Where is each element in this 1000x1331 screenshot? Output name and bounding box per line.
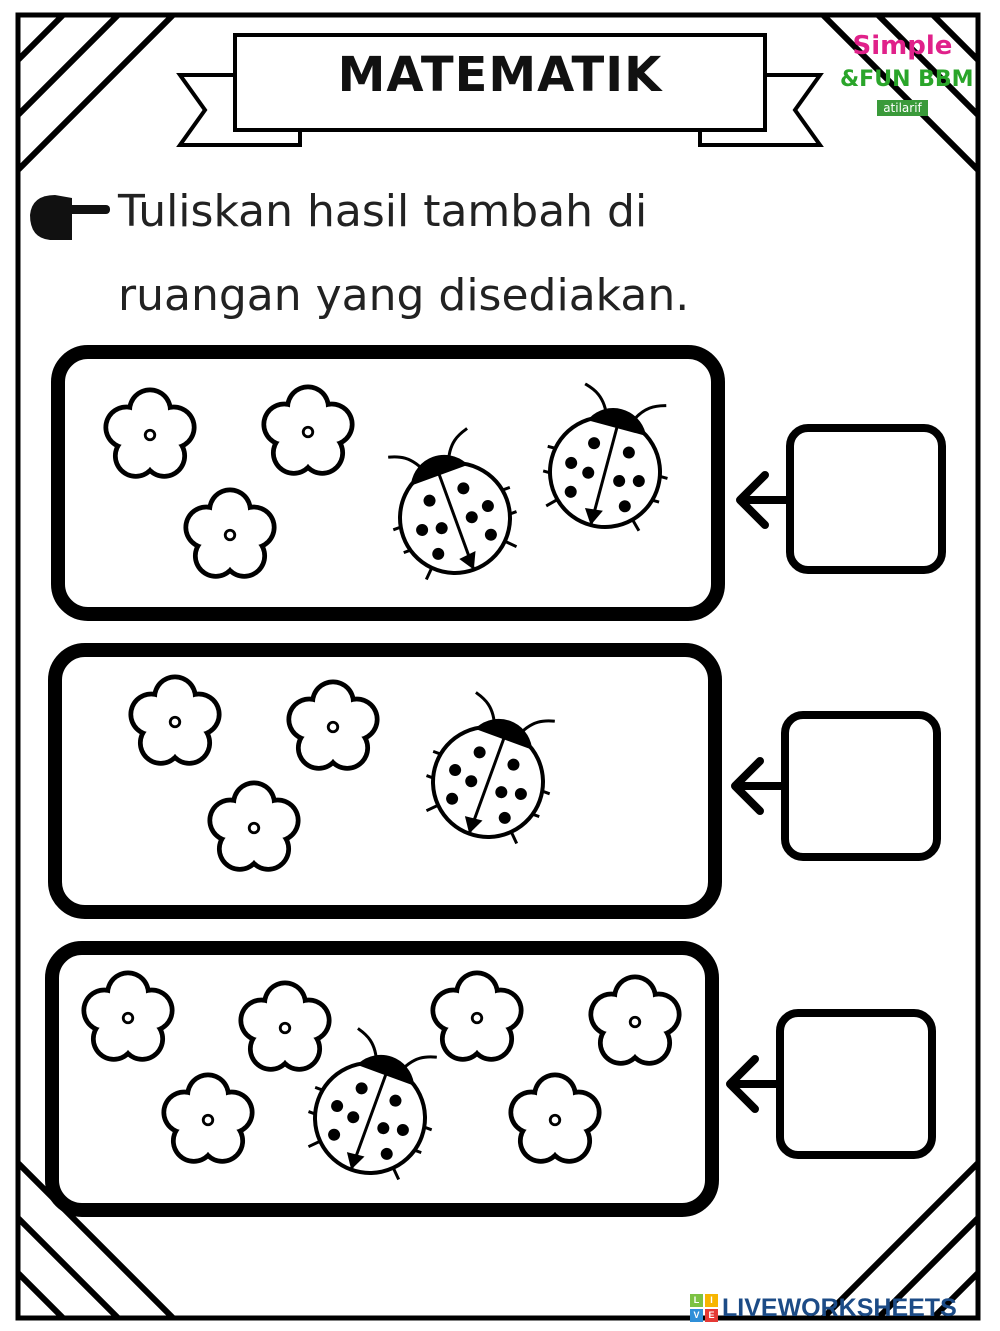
page-frame bbox=[15, 12, 981, 1321]
flower-icon bbox=[206, 779, 302, 874]
logo-text-1: Simple bbox=[852, 31, 953, 61]
flower-icon bbox=[102, 386, 198, 481]
answer-input-3[interactable] bbox=[790, 1023, 926, 1147]
logo-text-3: atilarif bbox=[877, 100, 928, 116]
arrow-left-icon bbox=[731, 757, 789, 815]
flower-icon bbox=[260, 383, 356, 478]
arrow-left-icon bbox=[736, 471, 794, 529]
ladybug-icon bbox=[528, 376, 688, 544]
arrow-left-icon bbox=[726, 1055, 784, 1113]
picture-box bbox=[45, 941, 719, 1217]
watermark-text: LIVEWORKSHEETS bbox=[722, 1294, 957, 1322]
flower-icon bbox=[237, 979, 333, 1074]
ladybug-icon bbox=[367, 419, 535, 593]
flower-icon bbox=[285, 678, 381, 773]
answer-input-1[interactable] bbox=[800, 438, 936, 562]
logo-text-2: &FUN BBM bbox=[840, 67, 974, 92]
flower-icon bbox=[507, 1071, 603, 1166]
picture-box bbox=[51, 345, 725, 621]
ladybug-icon bbox=[408, 683, 576, 857]
brand-logo: Simple &FUN BBM atilarif bbox=[840, 30, 974, 116]
flower-icon bbox=[429, 969, 525, 1064]
flower-icon bbox=[80, 969, 176, 1064]
picture-box bbox=[48, 643, 722, 919]
answer-input-2[interactable] bbox=[795, 725, 931, 849]
pointing-hand-icon bbox=[30, 195, 110, 240]
instruction-line-2: ruangan yang disediakan. bbox=[118, 270, 690, 321]
corner-stripes bbox=[15, 12, 981, 1321]
flower-icon bbox=[587, 973, 683, 1068]
flower-icon bbox=[160, 1071, 256, 1166]
instruction-line-1: Tuliskan hasil tambah di bbox=[118, 186, 648, 237]
title-banner bbox=[176, 33, 824, 147]
flower-icon bbox=[182, 486, 278, 581]
flower-icon bbox=[127, 673, 223, 768]
page-title: MATEMATIK bbox=[337, 47, 663, 103]
